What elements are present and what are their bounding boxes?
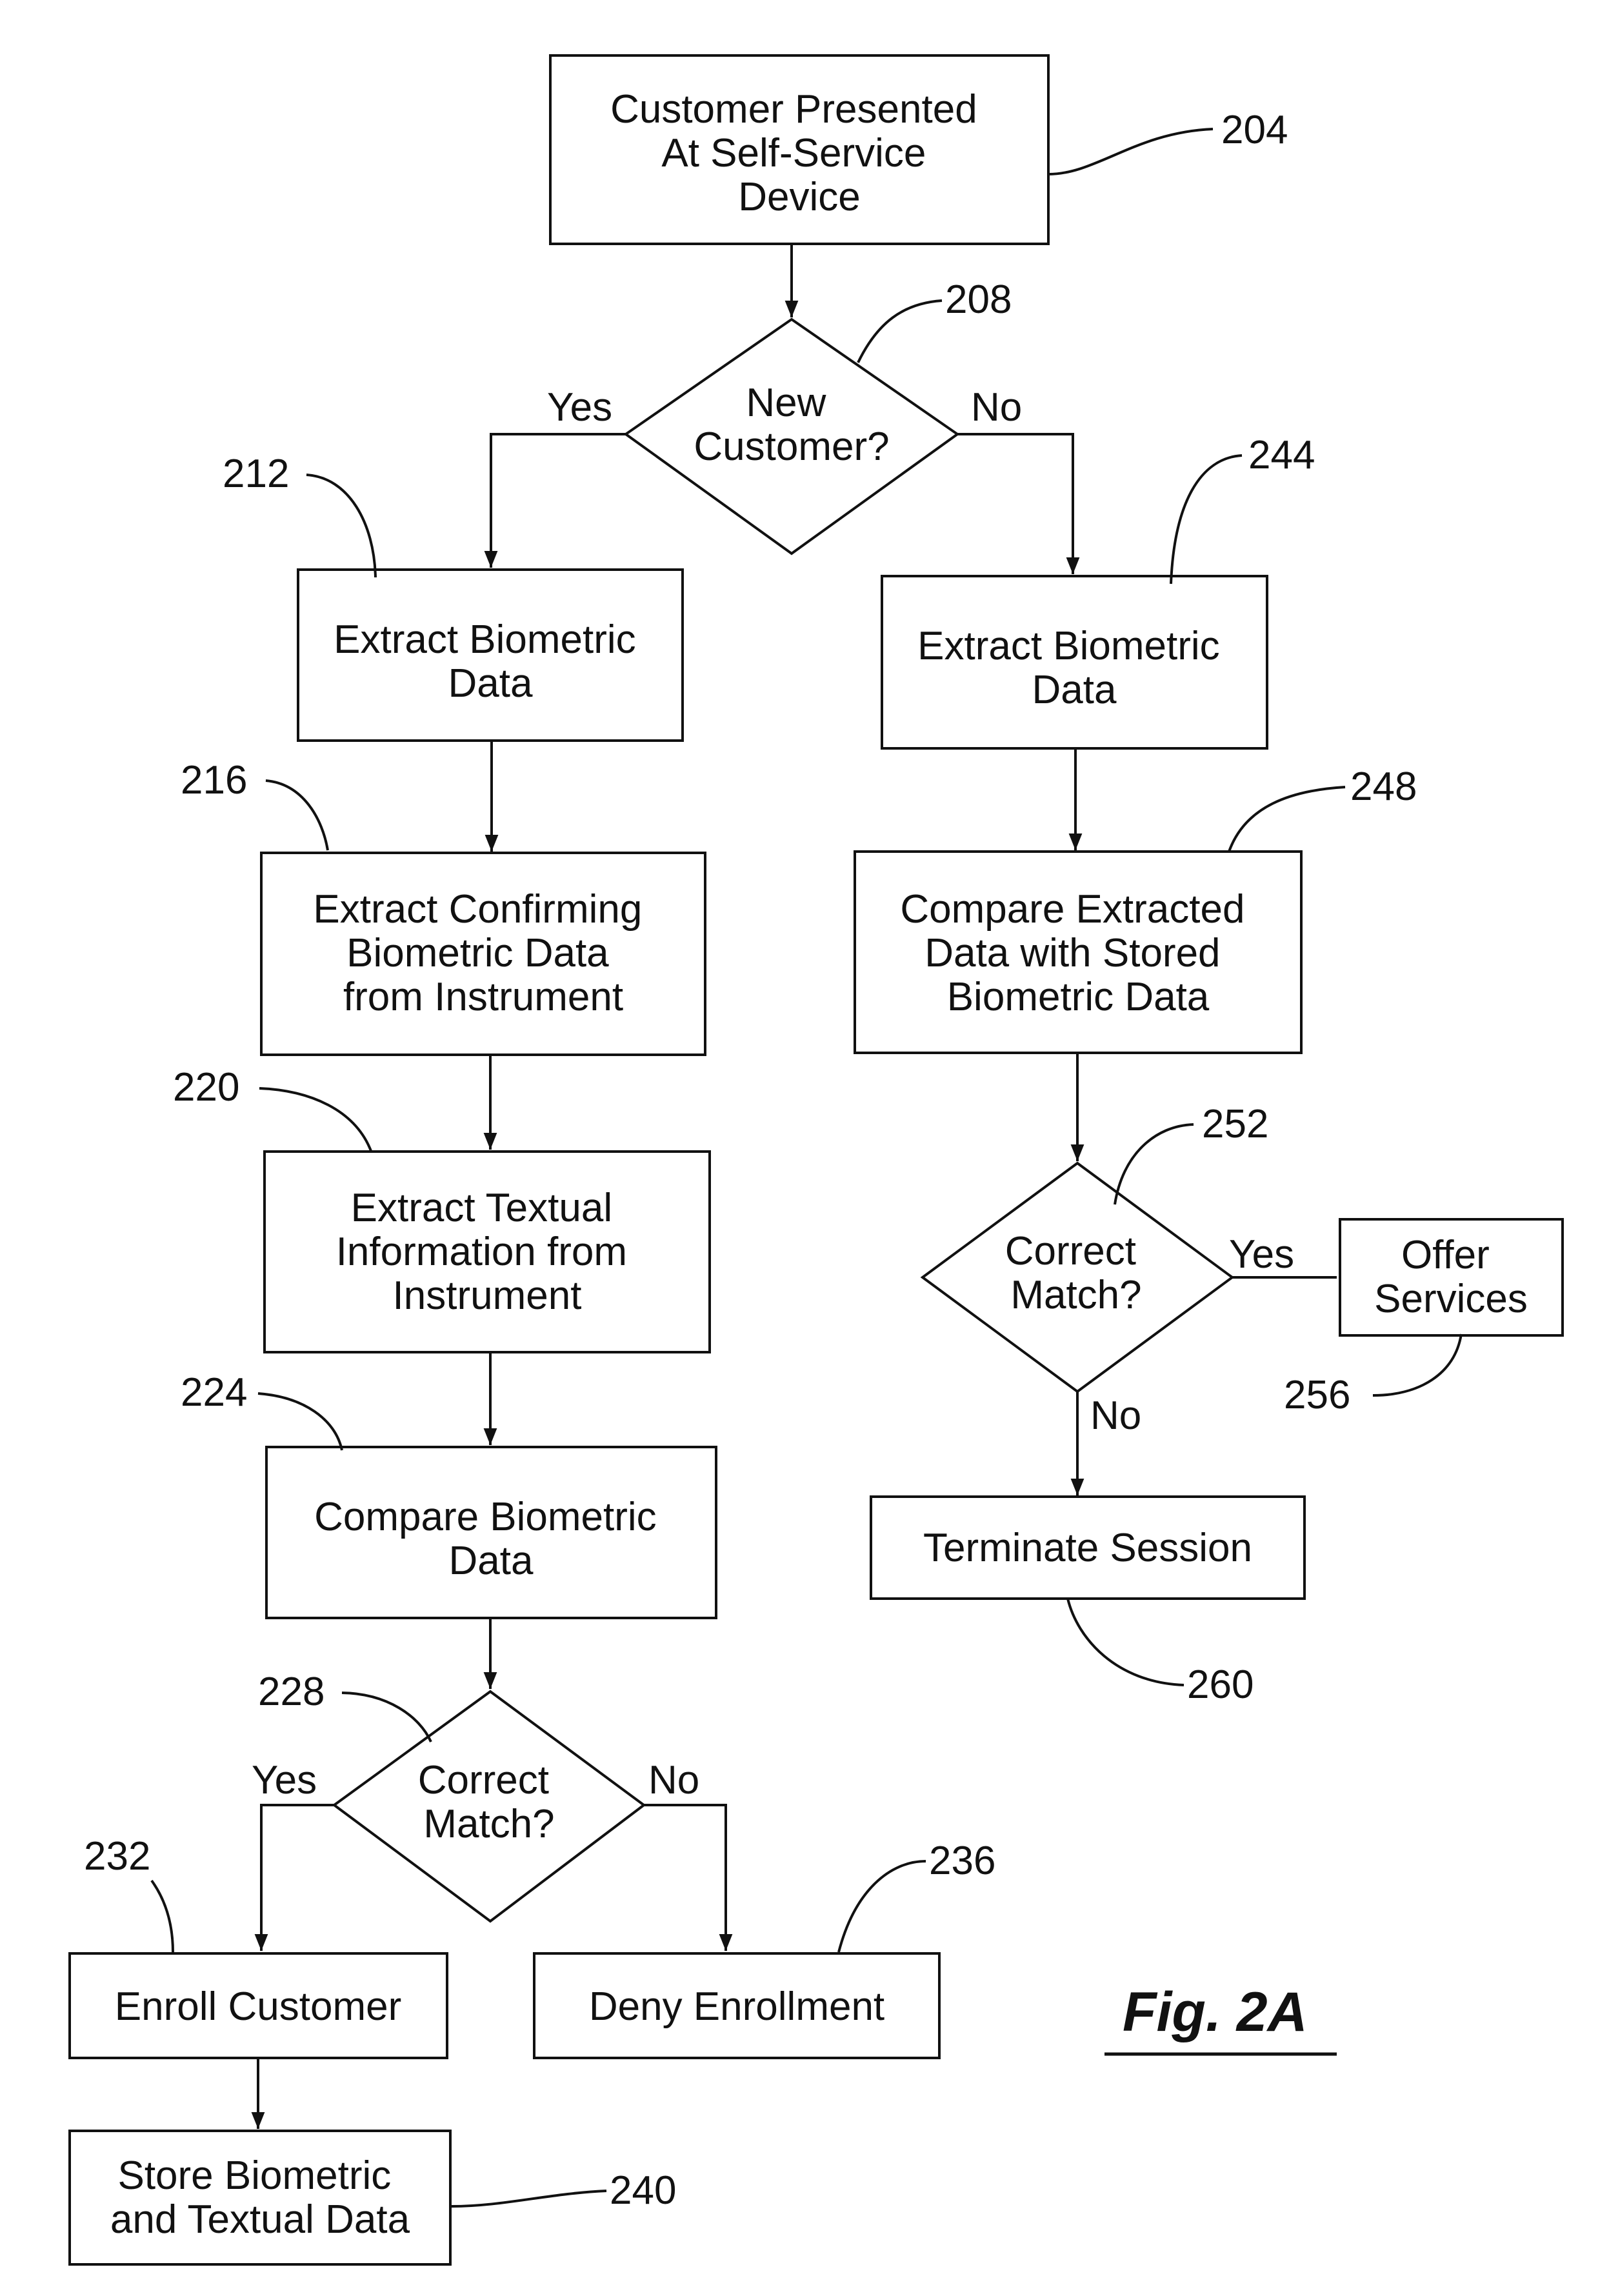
edge-228-236 (644, 1805, 726, 1951)
ref-232: 232 (84, 1834, 150, 1879)
text-248-line: Compare Extracted (900, 887, 1244, 932)
text-240: Store Biometric and Textual Data (110, 2153, 410, 2242)
text-224-line: Compare Biometric (314, 1495, 657, 1539)
leader-204 (1048, 129, 1213, 174)
text-260: Terminate Session (923, 1526, 1252, 1570)
text-220-line: Extract Textual (351, 1186, 612, 1230)
leader-260 (1068, 1599, 1184, 1685)
ref-236: 236 (929, 1839, 995, 1883)
text-216-line: from Instrument (343, 975, 623, 1019)
text-224-line: Data (449, 1539, 534, 1583)
text-204-line: Customer Presented (610, 87, 977, 132)
text-244: Extract Biometric Data (917, 624, 1231, 712)
leader-216 (266, 781, 328, 850)
leader-224 (258, 1393, 342, 1450)
ref-260: 260 (1187, 1662, 1254, 1707)
text-256-line: Services (1374, 1277, 1528, 1321)
text-228: Correct Match? (418, 1758, 561, 1846)
leader-236 (839, 1861, 926, 1952)
text-236-line: Deny Enrollment (589, 1984, 884, 2029)
text-228-line: Match? (423, 1802, 554, 1846)
text-224: Compare Biometric Data (314, 1495, 668, 1583)
leader-228 (342, 1693, 431, 1742)
label-no-252: No (1090, 1393, 1141, 1438)
ref-244: 244 (1248, 433, 1315, 477)
leader-244 (1171, 455, 1242, 584)
text-204-line: At Self-Service (661, 131, 926, 175)
text-212-line: Extract Biometric (334, 617, 636, 662)
edge-208-212 (491, 434, 626, 568)
text-240-line: and Textual Data (110, 2197, 410, 2242)
ref-204: 204 (1221, 108, 1288, 152)
ref-220: 220 (173, 1065, 239, 1110)
ref-248: 248 (1350, 764, 1417, 809)
leader-220 (259, 1088, 371, 1151)
leader-212 (306, 475, 375, 577)
edge-208-244 (957, 434, 1073, 574)
text-252: Correct Match? (1005, 1229, 1148, 1317)
leader-208 (858, 301, 942, 363)
leader-256 (1373, 1334, 1461, 1395)
text-248: Compare Extracted Data with Stored Biome… (900, 887, 1255, 1019)
text-212-line: Data (448, 661, 533, 706)
text-252-line: Match? (1010, 1273, 1141, 1317)
text-208: New Customer? (694, 381, 889, 469)
text-220-line: Information from (336, 1230, 627, 1274)
leader-240 (452, 2191, 606, 2206)
label-yes-208: Yes (547, 385, 612, 430)
text-248-line: Biometric Data (947, 975, 1210, 1019)
ref-208: 208 (945, 277, 1012, 322)
ref-216: 216 (181, 758, 247, 803)
text-244-line: Data (1032, 668, 1117, 712)
label-no-228: No (648, 1758, 699, 1802)
ref-252: 252 (1202, 1102, 1268, 1146)
text-248-line: Data with Stored (924, 931, 1220, 975)
edge-228-232 (261, 1805, 334, 1951)
text-208-line: Customer? (694, 424, 889, 469)
ref-224: 224 (181, 1370, 247, 1415)
text-204: Customer Presented At Self-Service Devic… (610, 87, 988, 219)
text-212: Extract Biometric Data (334, 617, 647, 706)
leader-252 (1115, 1124, 1194, 1204)
ref-212: 212 (223, 452, 289, 496)
label-yes-228: Yes (252, 1758, 317, 1802)
label-no-208: No (971, 385, 1022, 430)
text-228-line: Correct (418, 1758, 549, 1802)
text-232: Enroll Customer (115, 1984, 401, 2029)
ref-228: 228 (258, 1670, 325, 1714)
text-232-line: Enroll Customer (115, 1984, 401, 2029)
text-260-line: Terminate Session (923, 1526, 1252, 1570)
text-216: Extract Confirming Biometric Data from I… (313, 887, 653, 1019)
text-216-line: Extract Confirming (313, 887, 642, 932)
text-236: Deny Enrollment (589, 1984, 884, 2029)
text-252-line: Correct (1005, 1229, 1136, 1273)
leader-248 (1229, 787, 1345, 852)
text-256: Offer Services (1374, 1233, 1528, 1321)
ref-240: 240 (610, 2168, 676, 2213)
ref-256: 256 (1284, 1373, 1350, 1417)
text-204-line: Device (738, 175, 861, 219)
label-yes-252: Yes (1229, 1232, 1294, 1277)
text-240-line: Store Biometric (117, 2153, 391, 2198)
figure-label: Fig. 2A (1123, 1981, 1308, 2043)
text-208-line: New (746, 381, 826, 425)
leader-232 (152, 1881, 173, 1952)
text-220: Extract Textual Information from Instrum… (336, 1186, 639, 1318)
text-220-line: Instrument (393, 1273, 582, 1318)
text-216-line: Biometric Data (346, 931, 609, 975)
text-256-line: Offer (1401, 1233, 1490, 1277)
text-244-line: Extract Biometric (917, 624, 1220, 668)
